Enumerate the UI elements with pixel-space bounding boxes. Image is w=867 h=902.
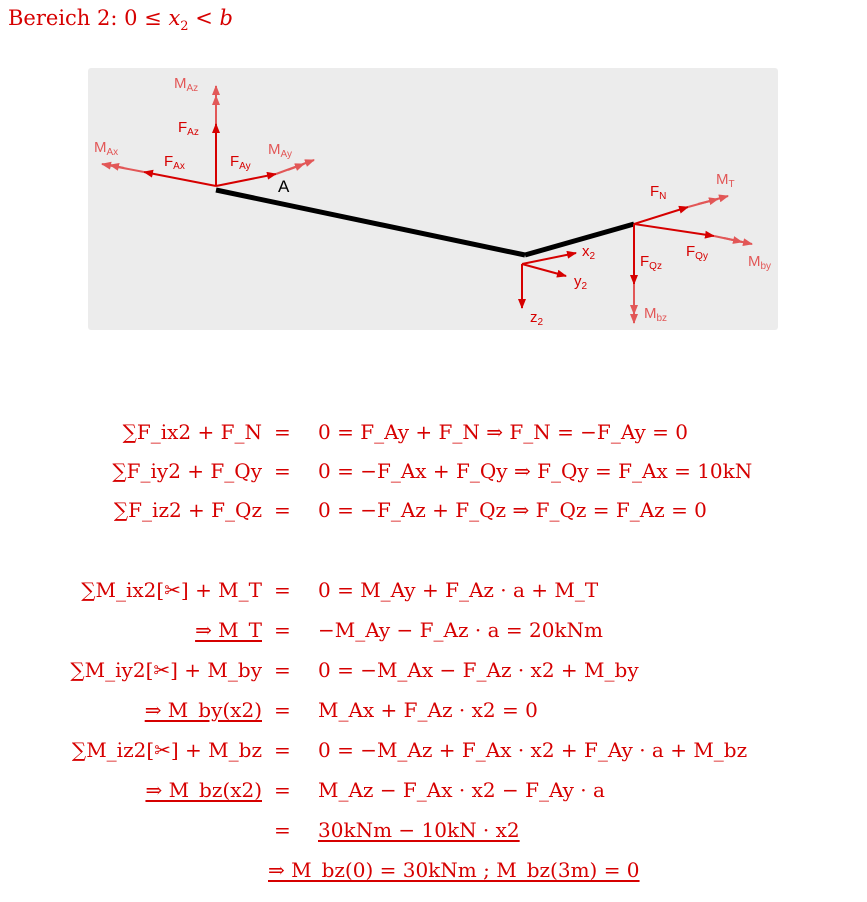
moment-eq-6-rhs: M_Az − F_Ax · x2 − F_Ay · a <box>318 778 605 802</box>
label-f-ay: FAy <box>230 153 251 172</box>
force-eq-2-lhs: ∑F_iy2 + F_Qy <box>112 459 262 483</box>
moment-eq-1-rhs: 0 = M_Ay + F_Az · a + M_T <box>318 578 599 602</box>
moment-eq-3-sep: = <box>274 658 291 682</box>
label-m-t: MT <box>716 171 735 190</box>
moment-eq-2-rhs: −M_Ay − F_Az · a = 20kNm <box>318 618 603 642</box>
label-f-n: FN <box>650 183 667 202</box>
moment-eq-5-rhs: 0 = −M_Az + F_Ax · x2 + F_Ay · a + M_bz <box>318 738 748 762</box>
label-m-az: MAz <box>174 75 199 94</box>
moment-eq-3-lhs: ∑M_iy2[✂] + M_by <box>70 658 262 682</box>
force-eq-2-sep: = <box>274 459 291 483</box>
moment-eq-1-lhs: ∑M_ix2[✂] + M_T <box>81 578 262 602</box>
moment-eq-2-sep: = <box>274 618 291 642</box>
moment-eq-3-rhs: 0 = −M_Ax − F_Az · x2 + M_by <box>318 658 639 682</box>
diagram-drawing <box>101 85 753 324</box>
moment-eq-4-lhs: ⇒ M_by(x2) <box>144 698 262 722</box>
label-f-qy: FQy <box>686 243 708 262</box>
moment-eq-5-lhs: ∑M_iz2[✂] + M_bz <box>71 738 262 762</box>
moment-eq-6-lhs: ⇒ M_bz(x2) <box>145 778 262 802</box>
moment-eq-1-sep: = <box>274 578 291 602</box>
label-point-a: A <box>278 177 290 196</box>
force-eq-1-rhs: 0 = F_Ay + F_N ⇒ F_N = −F_Ay = 0 <box>318 420 688 444</box>
moment-eq-8-rhs: ⇒ M_bz(0) = 30kNm ; M_bz(3m) = 0 <box>268 858 640 882</box>
force-eq-3-rhs: 0 = −F_Az + F_Qz ⇒ F_Qz = F_Az = 0 <box>318 498 707 522</box>
support-a-reactions <box>101 85 315 187</box>
label-f-qz: FQz <box>640 253 662 272</box>
moment-eq-7-sep: = <box>274 818 291 842</box>
moment-eq-7-rhs: 30kNm − 10kN · x2 <box>318 818 520 842</box>
moment-eq-4-rhs: M_Ax + F_Az · x2 = 0 <box>318 698 538 722</box>
label-f-ax: FAx <box>164 153 185 172</box>
label-m-bz: Mbz <box>644 305 668 324</box>
label-m-ay: MAy <box>268 141 292 160</box>
section-internal-forces <box>630 194 753 324</box>
section-heading: Bereich 2: 0 ≤ x2 < b <box>8 6 233 35</box>
label-z2: z2 <box>530 309 544 328</box>
label-x2: x2 <box>582 243 596 262</box>
force-eq-2-rhs: 0 = −F_Ax + F_Qy ⇒ F_Qy = F_Ax = 10kN <box>318 459 753 483</box>
beam <box>215 187 635 258</box>
force-eq-3-sep: = <box>274 498 291 522</box>
moment-eq-2-lhs: ⇒ M_T <box>195 618 262 642</box>
force-eq-1-lhs: ∑F_ix2 + F_N <box>122 420 262 444</box>
free-body-diagram: MAz FAz MAx FAx FAy MAy A x2 y2 z2 FN MT… <box>88 68 778 330</box>
label-f-az: FAz <box>178 119 199 138</box>
label-y2: y2 <box>574 273 588 292</box>
section-coordinate-system <box>518 250 577 309</box>
label-m-ax: MAx <box>94 139 119 158</box>
moment-eq-6-sep: = <box>274 778 291 802</box>
moment-eq-4-sep: = <box>274 698 291 722</box>
force-eq-3-lhs: ∑F_iz2 + F_Qz <box>113 498 262 522</box>
label-m-by: Mby <box>748 253 772 272</box>
moment-eq-5-sep: = <box>274 738 291 762</box>
force-eq-1-sep: = <box>274 420 291 444</box>
